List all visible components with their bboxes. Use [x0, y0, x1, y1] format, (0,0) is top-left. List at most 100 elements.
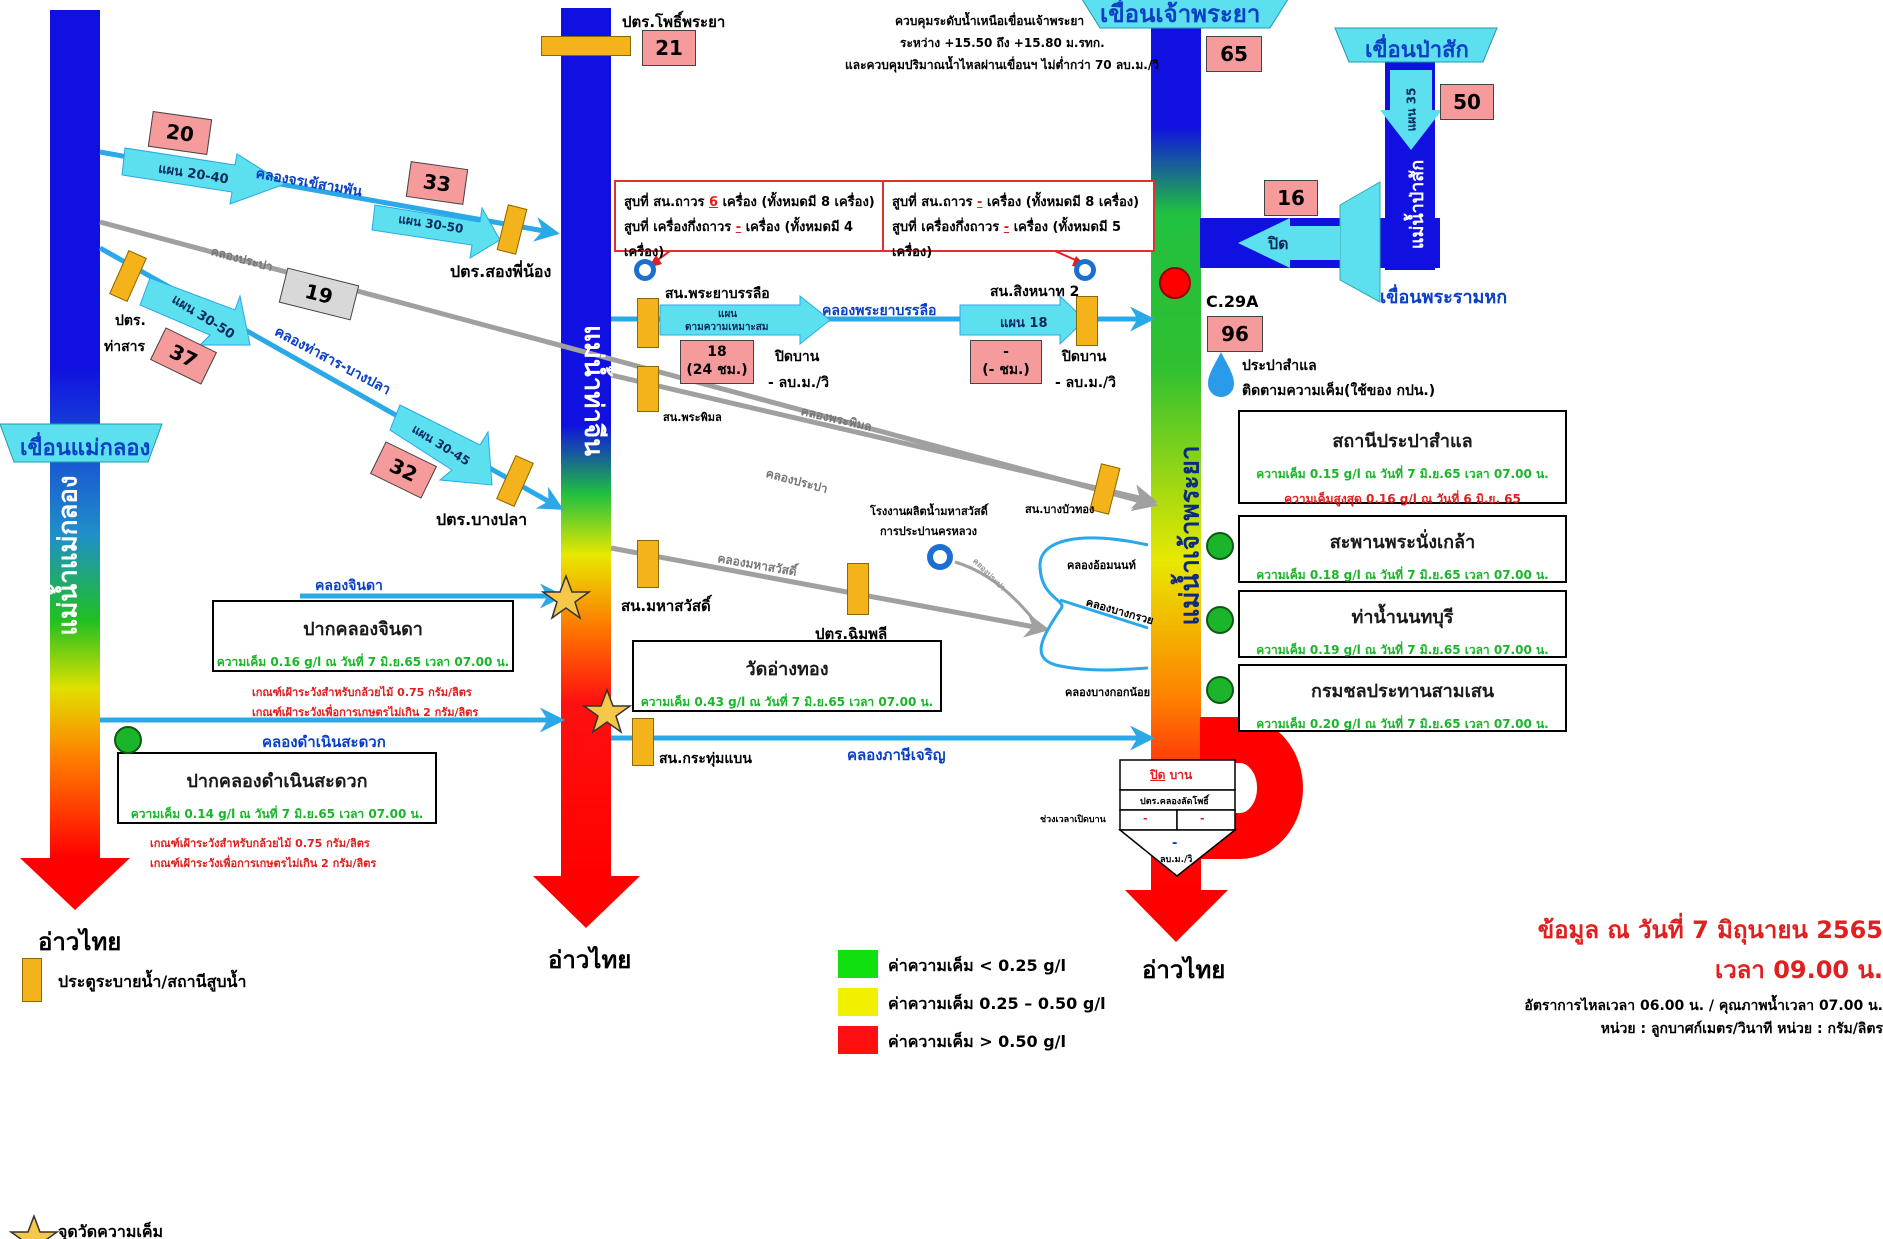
station-name-ang-thong: วัดอ่างทอง [745, 659, 829, 680]
station-max-samlae: ความเค็มสูงสุด 0.16 g/l ณ วันที่ 6 มิ.ย.… [1284, 492, 1521, 506]
flow-rama6: 16 [1264, 180, 1318, 216]
mae-klong-river-label: แม่น้ำแม่กลอง [53, 475, 84, 636]
pump-box-sing-hanat: สูบที่ สน.ถาวร - เครื่อง (ทั้งหมดมี 8 เค… [882, 180, 1155, 260]
gate-phra-phimon [637, 366, 659, 412]
chimphli-label: ปตร.ฉิมพลี [815, 625, 888, 643]
flow-pa-sak: 50 [1440, 84, 1494, 120]
footer-time: เวลา 09.00 น. [1714, 956, 1883, 984]
legend-red-label: ค่าความเค็ม > 0.50 g/l [888, 1032, 1066, 1051]
flow-sing-hanat: - (- ชม.) [970, 340, 1042, 384]
station-salinity-nang-klao: ความเค็ม 0.18 g/l ณ วันที่ 7 มิ.ย.65 เวล… [1256, 568, 1549, 582]
khlong-phraya-banlue-label: คลองพระยาบรรลือ [822, 303, 937, 319]
pump-box-phraya-banlue: สูบที่ สน.ถาวร 6 เครื่อง (ทั้งหมดมี 8 เค… [614, 180, 890, 260]
legend-yellow-label: ค่าความเค็ม 0.25 – 0.50 g/l [888, 994, 1106, 1013]
lat-pho-unit: ลบ.ม./วิ [1160, 855, 1193, 865]
close-gate-b: ปิดบาน [1062, 349, 1107, 365]
khlong-phasi-label: คลองภาษีเจริญ [847, 746, 946, 764]
lat-pho-v1: - [1143, 812, 1148, 825]
station-box-nang-klao: สะพานพระนั่งเกล้า ความเค็ม 0.18 g/l ณ วั… [1238, 515, 1567, 583]
pa-sak-dam-label: เขื่อนป่าสัก [1365, 38, 1469, 63]
station-box-ang-thong: วัดอ่างทอง ความเค็ม 0.43 g/l ณ วันที่ 7 … [632, 640, 942, 712]
pa-sak-river-label: แม่น้ำป่าสัก [1407, 159, 1429, 250]
criteria-a-line-1: เกณฑ์เฝ้าระวังสำหรับกล้วยไม้ 0.75 กรัม/ล… [252, 686, 472, 699]
pump-box-right-line-1: สูบที่ สน.ถาวร - เครื่อง (ทั้งหมดมี 8 เค… [892, 195, 1140, 210]
mahasawat-station: สน.มหาสวัสดิ์ [621, 597, 711, 615]
pump-box-left-line-1: สูบที่ สน.ถาวร 6 เครื่อง (ทั้งหมดมี 8 เค… [624, 195, 875, 210]
plan-sing-hanat: แผน 18 [1000, 316, 1048, 331]
sing-hanat-station: สน.สิงหนาท 2 [990, 284, 1080, 300]
salinity-dot-damnoen [114, 726, 142, 754]
station-box-nonthaburi: ท่าน้ำนนทบุรี ความเค็ม 0.19 g/l ณ วันที่… [1238, 590, 1567, 658]
footer-note-2: หน่วย : ลูกบาศก์เมตร/วินาที หน่วย : กรัม… [1600, 1021, 1883, 1037]
phraya-banlue-station: สน.พระยาบรรลือ [665, 286, 770, 302]
station-name-samsen: กรมชลประทานสามเสน [1310, 681, 1495, 702]
legend-green-label: ค่าความเค็ม < 0.25 g/l [888, 956, 1066, 975]
plan-pa-sak: แผน 35 [1404, 87, 1419, 132]
tha-chin-river-label: แม่น้ำท่าจีน [578, 324, 609, 457]
gate-mahasawat [637, 540, 659, 588]
water-plant-label-a: โรงงานผลิตน้ำมหาสวัสดิ์ [870, 505, 988, 518]
control-line-3: และควบคุมปริมาณน้ำไหลผ่านเขื่อนฯ ไม่ต่ำก… [845, 58, 1159, 72]
krathum-baen-station: สน.กระทุ่มแบน [659, 751, 752, 767]
flow-sing-hanat-hours: (- ชม.) [982, 362, 1030, 378]
station-name-samlae: สถานีประปาสำแล [1332, 431, 1473, 452]
chao-phraya-dam-label: เขื่อนเจ้าพระยา [1100, 0, 1261, 28]
lat-pho-state: ปิด บาน [1150, 768, 1193, 782]
flow-phraya-banlue: 18 (24 ชม.) [680, 340, 754, 384]
salinity-dot-samsen [1206, 676, 1234, 704]
bang-pla-label: ปตร.บางปลา [436, 510, 528, 529]
station-name-nonthaburi: ท่าน้ำนนทบุรี [1351, 607, 1454, 628]
plan-phraya-banlue-b: ตามความเหมาะสม [685, 322, 769, 333]
station-salinity-jinda: ความเค็ม 0.16 g/l ณ วันที่ 7 มิ.ย.65 เวล… [216, 655, 510, 669]
phra-phimon-station: สน.พระพิมล [663, 411, 722, 424]
unit-b: - ลบ.ม./วิ [1055, 375, 1116, 391]
station-salinity-samsen: ความเค็ม 0.20 g/l ณ วันที่ 7 มิ.ย.65 เวล… [1256, 717, 1549, 731]
control-line-2: ระหว่าง +15.50 ถึง +15.80 ม.รทก. [900, 36, 1105, 50]
criteria-a-line-2: เกณฑ์เฝ้าระวังเพื่อการเกษตรไม่เกิน 2 กรั… [252, 706, 479, 719]
bang-bua-thong-station: สน.บางบัวทอง [1025, 503, 1095, 516]
legend-gate-label: ประตูระบายน้ำ/สถานีสูบน้ำ [58, 972, 247, 991]
pump-box-right-line-2: สูบที่ เครื่องกึ่งถาวร - เครื่อง (ทั้งหม… [892, 220, 1122, 260]
station-name-nang-klao: สะพานพระนั่งเกล้า [1329, 532, 1476, 553]
legend-star-label: จุดวัดความเค็ม [58, 1222, 164, 1239]
tha-san-label-b: ท่าสาร [104, 339, 146, 355]
water-plant-label-b: การประปานครหลวง [880, 525, 978, 538]
close-pa-sak: ปิด [1268, 234, 1289, 253]
control-line-1: ควบคุมระดับน้ำเหนือเขื่อนเจ้าพระยา [895, 14, 1085, 28]
station-salinity-ang-thong: ความเค็ม 0.43 g/l ณ วันที่ 7 มิ.ย.65 เวล… [640, 695, 934, 709]
salinity-dot-nang-klao [1206, 532, 1234, 560]
criteria-b-line-2: เกณฑ์เฝ้าระวังเพื่อการเกษตรไม่เกิน 2 กรั… [150, 857, 377, 870]
station-box-jinda: ปากคลองจินดา ความเค็ม 0.16 g/l ณ วันที่ … [212, 600, 514, 672]
samlae-label-a: ประปาสำแล [1242, 358, 1317, 374]
footer-date: ข้อมูล ณ วันที่ 7 มิถุนายน 2565 [1537, 916, 1883, 944]
lat-pho-v2: - [1200, 812, 1205, 825]
station-salinity-damnoen: ความเค็ม 0.14 g/l ณ วันที่ 7 มิ.ย.65 เวล… [130, 807, 424, 821]
station-salinity-nonthaburi: ความเค็ม 0.19 g/l ณ วันที่ 7 มิ.ย.65 เวล… [1256, 643, 1549, 657]
flow-sing-hanat-value: - [1003, 344, 1009, 360]
station-box-damnoen: ปากคลองดำเนินสะดวก ความเค็ม 0.14 g/l ณ ว… [117, 752, 437, 824]
gate-krathum-baen [632, 718, 654, 766]
gulf-label-middle: อ่าวไทย [548, 946, 632, 974]
tha-san-label-a: ปตร. [115, 313, 146, 329]
close-gate-a: ปิดบาน [775, 349, 820, 365]
khlong-jinda-label: คลองจินดา [315, 578, 383, 594]
station-salinity-samlae: ความเค็ม 0.15 g/l ณ วันที่ 7 มิ.ย.65 เวล… [1256, 467, 1549, 481]
samlae-label-b: ติดตามความเค็ม(ใช้ของ กปน.) [1242, 383, 1436, 399]
bangkok-noi-label: คลองบางกอกน้อย [1065, 686, 1151, 699]
gate-phraya-banlue [637, 298, 659, 348]
flow-c29a: 96 [1207, 316, 1263, 352]
station-name-damnoen: ปากคลองดำเนินสะดวก [186, 771, 368, 792]
flow-phraya-banlue-value: 18 [707, 344, 727, 360]
plan-phraya-banlue-a: แผน [718, 309, 738, 320]
lat-pho-name: ปตร.คลองลัดโพธิ์ [1140, 797, 1209, 807]
pho-phraya-label: ปตร.โพธิ์พระยา [622, 13, 726, 31]
pump-box-left-line-2: สูบที่ เครื่องกึ่งถาวร - เครื่อง (ทั้งหม… [624, 220, 854, 260]
gulf-label-left: อ่าวไทย [38, 928, 122, 956]
mae-klong-dam-label: เขื่อนแม่กลอง [20, 436, 151, 461]
footer-note-1: อัตราการไหลเวลา 06.00 น. / คุณภาพน้ำเวลา… [1524, 998, 1883, 1014]
flow-phraya-banlue-hours: (24 ชม.) [686, 362, 748, 378]
flow-chao-phraya-dam: 65 [1206, 36, 1262, 72]
station-box-samlae: สถานีประปาสำแล ความเค็ม 0.15 g/l ณ วันที… [1238, 410, 1567, 506]
